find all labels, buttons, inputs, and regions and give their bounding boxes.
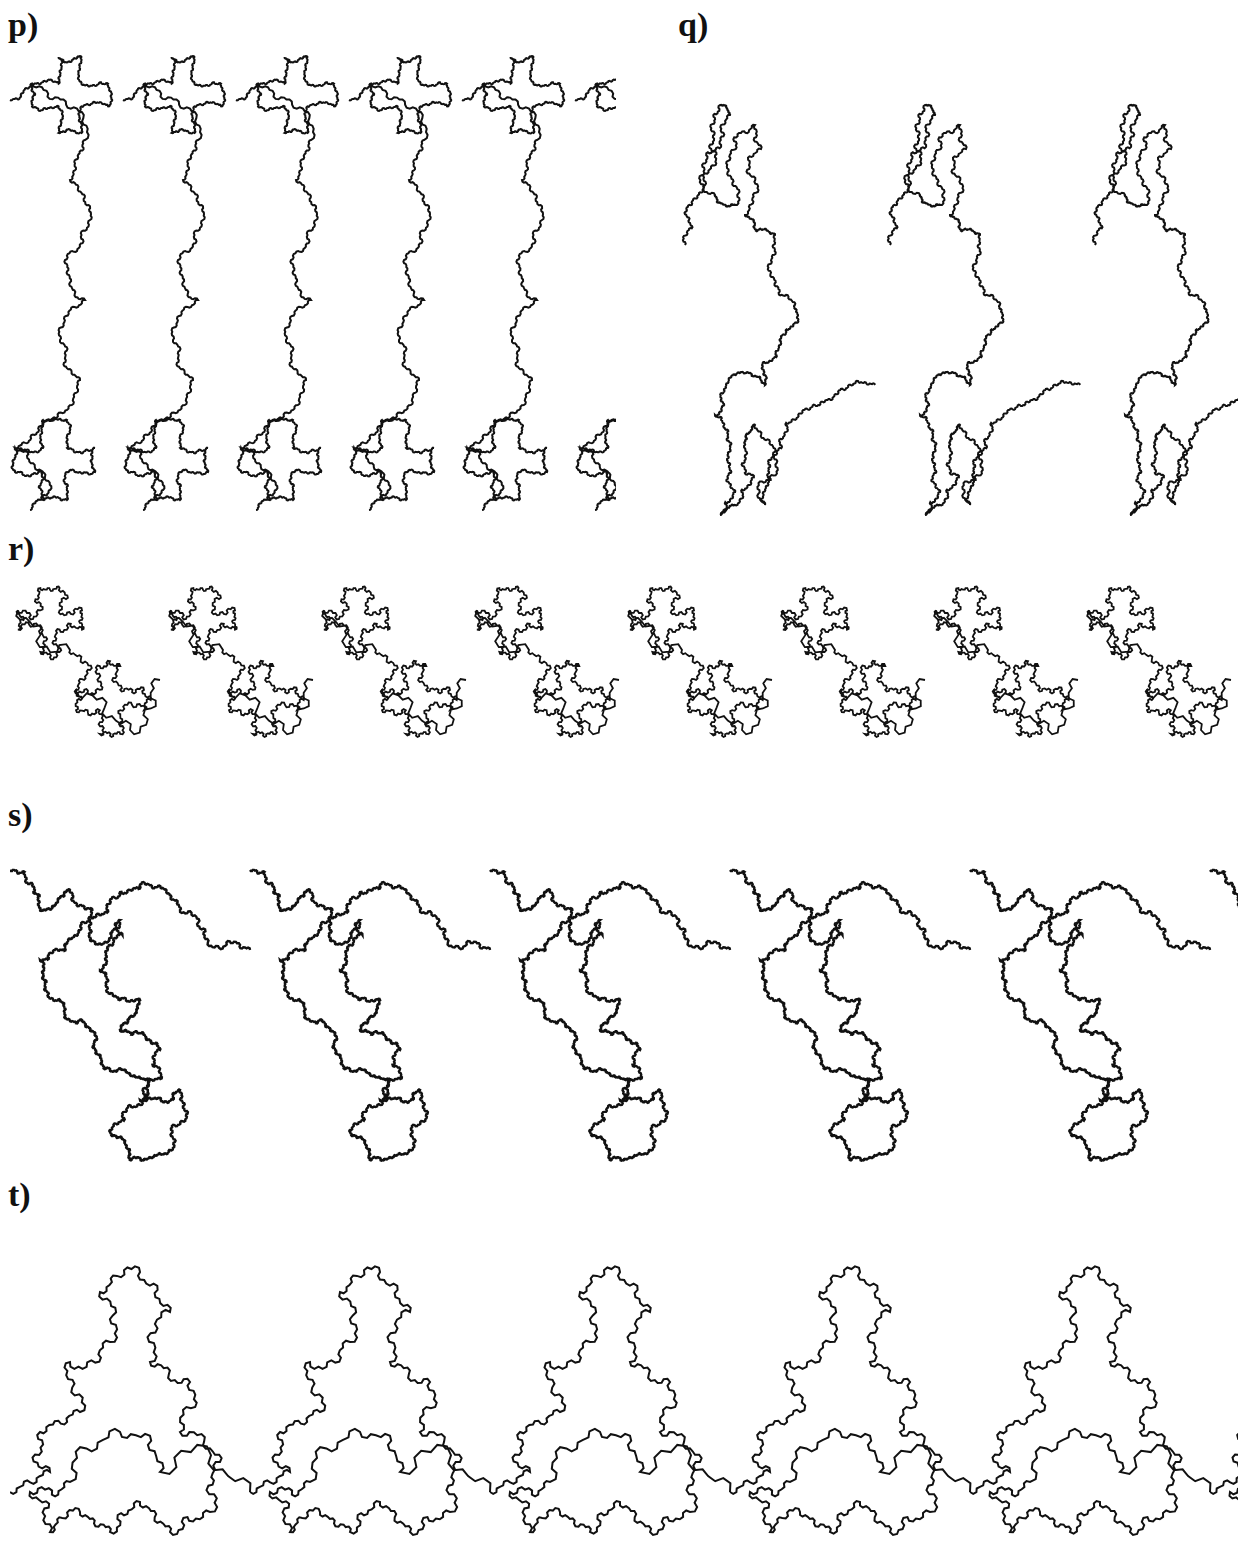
curve-repeat (10, 870, 250, 1161)
panel-label: r) (6, 532, 36, 566)
curve-repeat (781, 587, 925, 737)
curve-repeat (490, 1266, 730, 1535)
curve-repeat (169, 587, 313, 737)
panel-p-curve (10, 56, 616, 510)
panel-s-curve (10, 870, 1238, 1161)
curve-repeat (575, 56, 616, 510)
curve-repeat (123, 56, 225, 510)
panel-label: p) (6, 8, 40, 42)
curve-repeat (730, 1266, 970, 1535)
curve-repeat (322, 587, 466, 737)
curve-repeat (236, 56, 338, 510)
curve-repeat (10, 1266, 250, 1535)
curve-repeat (250, 1266, 490, 1535)
panel-label: t) (6, 1178, 33, 1212)
curve-repeat (970, 870, 1210, 1161)
curve-repeat (10, 56, 112, 510)
curve-repeat (970, 1266, 1210, 1535)
curve-repeat (250, 870, 490, 1161)
panel-label: q) (676, 8, 710, 42)
curve-repeat (1087, 587, 1231, 737)
curve-repeat (683, 105, 875, 515)
curve-repeat (462, 56, 564, 510)
curve-repeat (730, 870, 970, 1161)
curve-repeat (349, 56, 451, 510)
curve-repeat (16, 587, 160, 737)
curve-repeat (1093, 105, 1238, 515)
panel-r-curve (16, 587, 1238, 737)
panel-q-curve (683, 105, 1238, 515)
panel-t-curve (10, 1266, 1238, 1535)
curve-repeat (1210, 1266, 1238, 1535)
curve-repeat (628, 587, 772, 737)
curve-repeat (475, 587, 619, 737)
curve-repeat (1210, 870, 1238, 1161)
curve-repeat (934, 587, 1078, 737)
curve-repeat (888, 105, 1080, 515)
curve-repeat (490, 870, 730, 1161)
panel-label: s) (6, 798, 35, 832)
